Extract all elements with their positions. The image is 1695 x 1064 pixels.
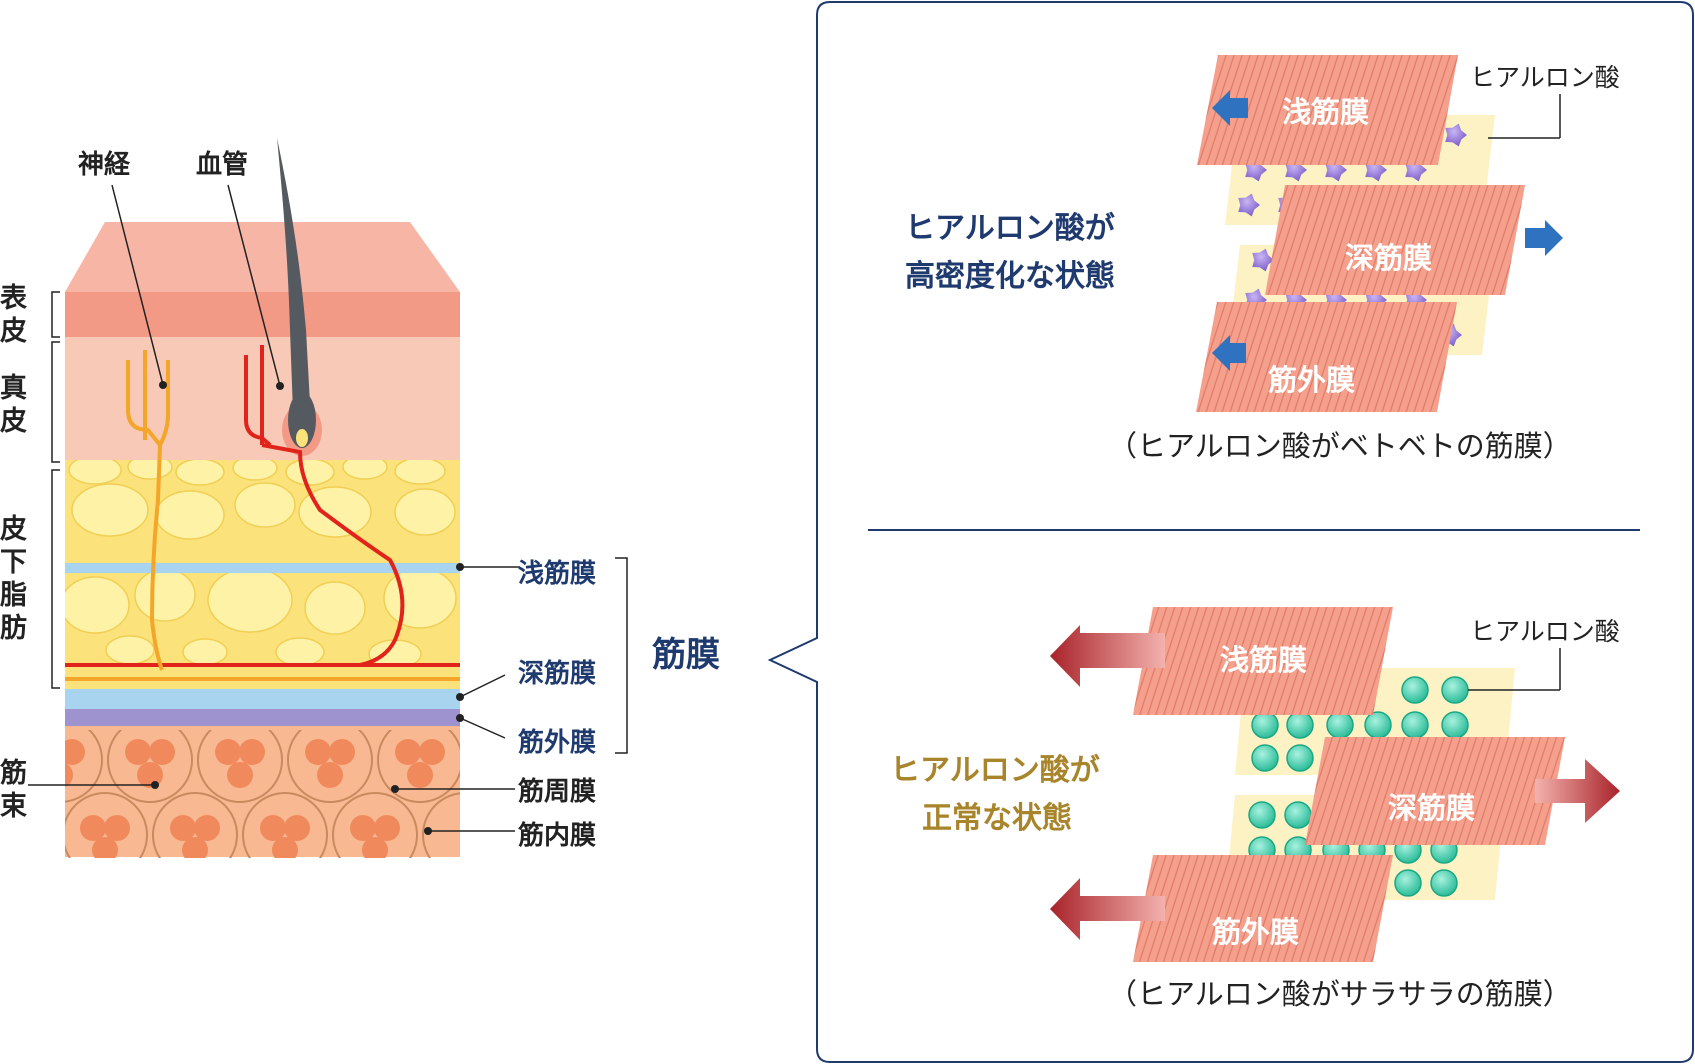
ha-teal-molecule: [1401, 711, 1429, 739]
ha-teal-molecule: [1394, 869, 1422, 897]
state-normal-line1: ヒアルロン酸が: [890, 753, 1100, 788]
ha-teal-molecule: [1441, 711, 1469, 739]
ha-teal-molecule: [1401, 676, 1429, 704]
sheet-deep-bottom: [1305, 737, 1565, 845]
viscous-fascia-illustration: 浅筋膜 深筋膜 筋外膜: [1196, 55, 1563, 412]
label-fascia-group: 筋膜: [652, 635, 720, 675]
arrow-left-top-normal: [1050, 625, 1165, 687]
sheet-label-superficial-bottom: 浅筋膜: [1220, 643, 1307, 677]
hair: [277, 138, 312, 440]
label-deep-fascia: 深筋膜: [518, 658, 596, 689]
ha-teal-molecule: [1248, 801, 1276, 829]
sheet-deep-top: [1265, 185, 1525, 295]
sheet-epimysium-bottom: [1133, 855, 1393, 962]
ha-teal-molecule: [1284, 801, 1312, 829]
sheet-label-deep-top: 深筋膜: [1345, 241, 1432, 275]
label-dermis-2: 皮: [0, 406, 27, 437]
label-superficial-fascia: 浅筋膜: [518, 558, 596, 589]
label-subcutaneous-3: 脂: [0, 580, 27, 611]
sheet-superficial-bottom: [1133, 607, 1393, 715]
smooth-fascia-illustration: 浅筋膜 深筋膜 筋外膜: [1050, 607, 1620, 962]
caption-smooth: （ヒアルロン酸がサラサラの筋膜）: [1108, 977, 1572, 1011]
label-epidermis-1: 表: [0, 283, 27, 314]
label-subcutaneous-2: 下: [0, 547, 27, 578]
superficial-fascia-band: [65, 563, 460, 573]
ha-teal-molecule: [1326, 711, 1354, 739]
sheet-epimysium-top: [1196, 302, 1457, 412]
label-subcutaneous-fat: 皮 下 脂 肪: [0, 514, 27, 644]
label-epidermis-2: 皮: [0, 316, 27, 347]
ha-purple-molecule: [1252, 248, 1274, 272]
label-epidermis: 表 皮: [0, 283, 27, 347]
label-perimysium: 筋周膜: [518, 776, 596, 807]
sheet-superficial-top: [1197, 55, 1458, 165]
epimysium-band: [65, 709, 460, 726]
ha-teal-molecule: [1251, 711, 1279, 739]
sheet-label-epimysium-bottom: 筋外膜: [1212, 915, 1299, 949]
arrow-right-mid: [1525, 220, 1563, 256]
label-endomysium: 筋内膜: [518, 820, 596, 851]
sheet-label-deep-bottom: 深筋膜: [1388, 791, 1475, 825]
ha-purple-molecule: [1445, 123, 1467, 147]
label-bundle-1: 筋: [0, 757, 27, 789]
ha-teal-molecule: [1286, 711, 1314, 739]
label-dermis: 真 皮: [0, 373, 27, 437]
label-bundle-2: 束: [0, 791, 27, 822]
arrow-left-bottom: [1212, 335, 1246, 371]
ha-label-top: ヒアルロン酸: [1470, 63, 1620, 92]
ha-teal-molecule: [1251, 744, 1279, 772]
nerve-line: [126, 350, 170, 671]
state-normal-line2: 正常な状態: [922, 801, 1072, 836]
sheet-label-epimysium-top: 筋外膜: [1268, 363, 1355, 397]
deep-fascia-band: [65, 689, 460, 709]
ha-teal-molecule: [1364, 711, 1392, 739]
label-dermis-1: 真: [0, 373, 27, 404]
skin-cross-section: [28, 138, 628, 858]
ha-purple-molecule: [1238, 193, 1260, 217]
label-blood-vessel: 血管: [196, 150, 248, 180]
arrow-left-top: [1212, 90, 1248, 126]
label-subcutaneous-4: 肪: [0, 613, 27, 644]
label-muscle-bundle: 筋 束: [0, 757, 27, 822]
arrow-right-mid-normal: [1535, 759, 1620, 823]
ha-teal-molecule: [1441, 676, 1469, 704]
muscle-bundles: [65, 730, 460, 858]
caption-viscous: （ヒアルロン酸がベトベトの筋膜）: [1108, 429, 1572, 463]
blood-vessel-line: [244, 345, 405, 667]
sheet-label-superficial-top: 浅筋膜: [1282, 95, 1369, 129]
state-viscous-line2: 高密度化な状態: [905, 259, 1115, 294]
layer-brackets: [51, 291, 628, 754]
ha-teal-molecule: [1430, 869, 1458, 897]
label-epimysium: 筋外膜: [518, 727, 596, 758]
label-subcutaneous-1: 皮: [0, 514, 27, 545]
ha-label-bottom: ヒアルロン酸: [1470, 617, 1620, 646]
ha-teal-molecule: [1286, 744, 1314, 772]
state-viscous-line1: ヒアルロン酸が: [905, 211, 1115, 246]
arrow-left-bottom-normal: [1050, 878, 1165, 940]
label-nerve: 神経: [78, 149, 131, 180]
